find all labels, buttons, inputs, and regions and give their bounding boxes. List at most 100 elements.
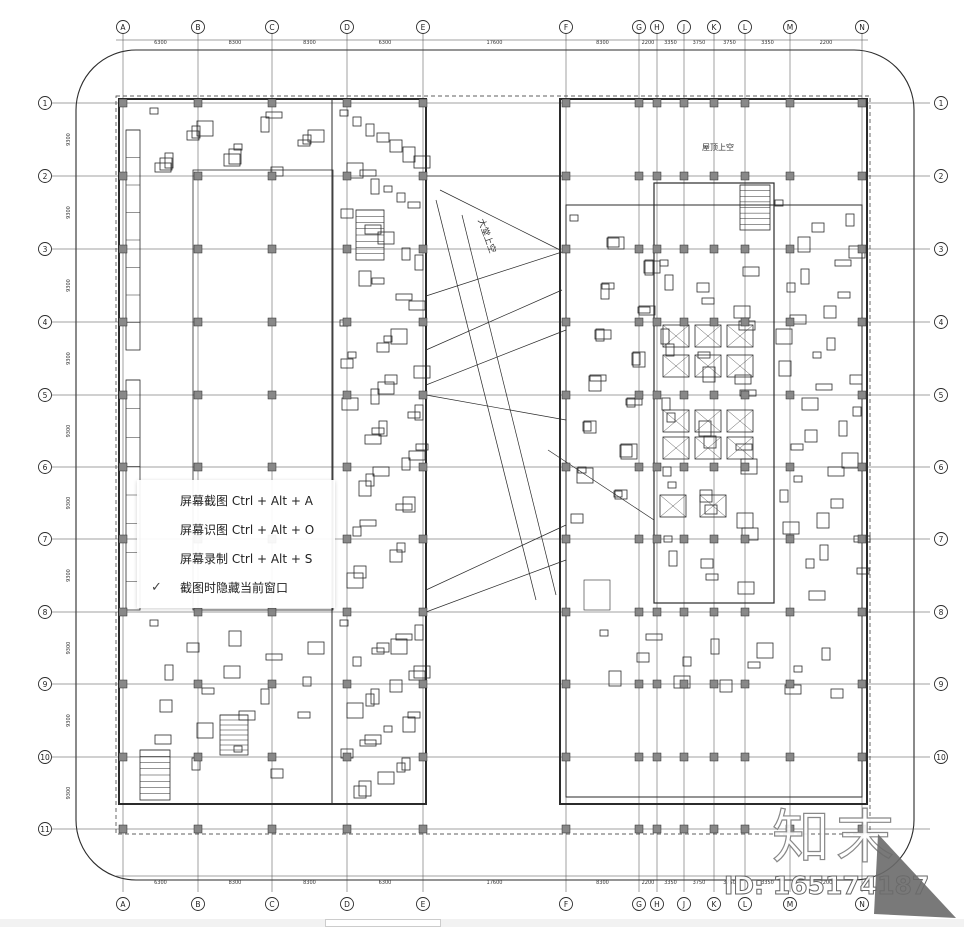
equipment-block [302, 134, 312, 145]
equipment-block [352, 526, 362, 537]
equipment-block [737, 581, 755, 595]
column [785, 390, 795, 400]
equipment-block [372, 466, 390, 477]
column [709, 679, 719, 689]
equipment-block [265, 111, 283, 119]
column [652, 534, 662, 544]
axis-bubble-right [934, 750, 948, 764]
axis-bubble-right-label: 2 [939, 172, 944, 181]
bottom-scrollbar[interactable] [0, 919, 964, 927]
equipment-block [159, 699, 173, 713]
equipment-block [154, 734, 172, 745]
column [342, 752, 352, 762]
column [267, 824, 277, 834]
equipment-block [704, 504, 718, 515]
column [193, 171, 203, 181]
column [679, 824, 689, 834]
dimension-text-top: 8300 [596, 40, 609, 46]
equipment-block [660, 328, 670, 345]
column [118, 534, 128, 544]
axis-grid [52, 34, 930, 892]
elevator-shaft [726, 436, 754, 460]
elevator-shaft [726, 354, 754, 378]
equipment-block [371, 647, 385, 655]
dimension-text-top: 8300 [303, 40, 316, 46]
column [193, 244, 203, 254]
equipment-block [390, 638, 408, 655]
equipment-block [793, 475, 803, 483]
axis-bubble-bottom-label: J [682, 900, 685, 909]
column [634, 244, 644, 254]
scrollbar-thumb[interactable] [325, 919, 441, 927]
equipment-block [834, 259, 852, 267]
equipment-block [396, 542, 406, 553]
axis-bubble-left [38, 677, 52, 691]
column [634, 534, 644, 544]
axis-bubble-top [783, 20, 797, 34]
dimension-text-top: 6300 [154, 40, 167, 46]
dimension-text-top: 8300 [229, 40, 242, 46]
dimension-text-bottom: 8300 [596, 880, 609, 886]
column [267, 171, 277, 181]
axis-bubble-right-label: 8 [939, 608, 944, 617]
column [740, 390, 750, 400]
equipment-block [370, 388, 380, 405]
bridge-line [547, 449, 655, 521]
column [679, 462, 689, 472]
column [785, 679, 795, 689]
elevator-shaft [699, 494, 727, 518]
column [118, 98, 128, 108]
column [652, 607, 662, 617]
axis-bubble-top [855, 20, 869, 34]
equipment-block [233, 745, 243, 753]
equipment-block [797, 236, 811, 253]
bridge-line [425, 329, 567, 386]
equipment-block [811, 222, 825, 233]
column [709, 824, 719, 834]
equipment-block [364, 434, 382, 445]
column [709, 607, 719, 617]
column [418, 171, 428, 181]
dimension-text-left: 9300 [66, 133, 72, 146]
equipment-block [801, 397, 819, 411]
column [267, 752, 277, 762]
axis-bubble-bottom-label: E [421, 900, 426, 909]
equipment-block [377, 231, 395, 245]
equipment-block [804, 429, 818, 443]
menu-item-screen-recognition[interactable]: 屏幕识图 Ctrl + Alt + O [137, 518, 335, 542]
equipment-block [837, 291, 851, 299]
equipment-block [734, 374, 752, 385]
equipment-block [191, 125, 201, 139]
equipment-block [359, 739, 377, 747]
column [193, 98, 203, 108]
equipment-block [756, 642, 774, 659]
axis-bubble-left [38, 169, 52, 183]
equipment-block [606, 237, 620, 248]
equipment-block [583, 420, 597, 434]
column [342, 171, 352, 181]
axis-bubble-top [265, 20, 279, 34]
axis-bubble-top-label: M [787, 23, 793, 32]
equipment-block [408, 300, 426, 311]
menu-item-screenshot[interactable]: 屏幕截图 Ctrl + Alt + A [137, 489, 335, 513]
equipment-block [359, 519, 377, 527]
equipment-block [413, 155, 431, 169]
column [118, 244, 128, 254]
column [857, 534, 867, 544]
equipment-block [346, 702, 364, 719]
axis-bubble-top [650, 20, 664, 34]
menu-item-screen-recording[interactable]: 屏幕录制 Ctrl + Alt + S [137, 547, 335, 571]
column [785, 824, 795, 834]
axis-bubble-left [38, 605, 52, 619]
equipment-block [340, 208, 354, 219]
column [857, 317, 867, 327]
equipment-block [390, 328, 408, 345]
axis-bubble-top-label: C [269, 23, 274, 32]
dimension-text-left: 9300 [66, 569, 72, 582]
equipment-block [364, 734, 382, 745]
equipment-block [576, 467, 594, 484]
equipment-block [402, 496, 416, 513]
equipment-block [414, 254, 424, 271]
menu-item-hide-window[interactable]: ✓ 截图时隐藏当前窗口 [137, 576, 335, 600]
axis-bubble-top [416, 20, 430, 34]
